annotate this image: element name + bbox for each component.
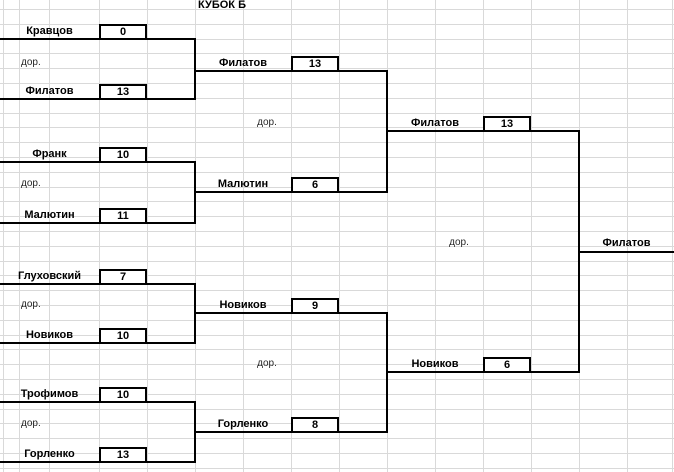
gridline-h xyxy=(0,24,674,25)
bracket-line-h xyxy=(0,342,196,344)
lane-label-m2[interactable]: дор. xyxy=(21,178,41,189)
round2-e3-score[interactable]: 9 xyxy=(291,298,339,314)
gridline-v xyxy=(339,0,340,472)
gridline-h xyxy=(0,290,674,291)
gridline-h xyxy=(0,335,674,336)
round1-m2-p1-name[interactable]: Франк xyxy=(32,148,67,160)
gridline-v xyxy=(49,0,50,472)
gridline-h xyxy=(0,231,674,232)
gridline-h xyxy=(0,453,674,454)
round3-e2-score[interactable]: 6 xyxy=(483,357,531,373)
gridline-v xyxy=(147,0,148,472)
gridline-h xyxy=(0,246,674,247)
lane-label-m1[interactable]: дор. xyxy=(21,57,41,68)
bracket-line-h xyxy=(0,401,196,403)
round2-e1-score[interactable]: 13 xyxy=(291,56,339,72)
gridline-h xyxy=(0,127,674,128)
round2-e2-name[interactable]: Малютин xyxy=(217,178,269,190)
round1-m2-p2-name[interactable]: Малютин xyxy=(24,209,75,221)
round1-m3-p2-score[interactable]: 10 xyxy=(99,328,147,344)
round2-e3-name[interactable]: Новиков xyxy=(219,299,267,311)
gridline-h xyxy=(0,216,674,217)
lane-label-sf2[interactable]: дор. xyxy=(257,358,277,369)
gridline-h xyxy=(0,142,674,143)
gridline-v xyxy=(195,0,196,472)
gridline-v xyxy=(3,0,4,472)
round1-m1-p1-name[interactable]: Кравцов xyxy=(26,25,73,37)
gridline-h xyxy=(0,468,674,469)
gridline-v xyxy=(483,0,484,472)
bracket-line-h xyxy=(0,161,196,163)
round1-m4-p2-score[interactable]: 13 xyxy=(99,447,147,463)
lane-label-final[interactable]: дор. xyxy=(449,237,469,248)
gridline-h xyxy=(0,9,674,10)
lane-label-sf1[interactable]: дор. xyxy=(257,117,277,128)
gridline-v xyxy=(627,0,628,472)
round3-e1-name[interactable]: Филатов xyxy=(411,117,459,129)
gridline-h xyxy=(0,364,674,365)
gridline-v xyxy=(291,0,292,472)
gridline-v xyxy=(531,0,532,472)
gridline-v xyxy=(243,0,244,472)
gridline-h xyxy=(0,275,674,276)
round1-m3-p1-name[interactable]: Глуховский xyxy=(18,270,81,282)
gridline-h xyxy=(0,113,674,114)
bracket-line-h xyxy=(0,98,196,100)
bracket-line-h xyxy=(0,222,196,224)
round3-e1-score[interactable]: 13 xyxy=(483,116,531,132)
gridline-h xyxy=(0,349,674,350)
gridline-h xyxy=(0,320,674,321)
gridline-h xyxy=(0,53,674,54)
tournament-title-cell[interactable]: КУБОК Б xyxy=(198,0,246,11)
round1-m2-p1-score[interactable]: 10 xyxy=(99,147,147,163)
bracket-line-v xyxy=(194,38,196,100)
gridline-h xyxy=(0,172,674,173)
round1-m4-p2-name[interactable]: Горленко xyxy=(24,448,75,460)
gridline-v xyxy=(99,0,100,472)
round1-m3-p1-score[interactable]: 7 xyxy=(99,269,147,285)
gridline-v xyxy=(19,0,20,472)
lane-label-m4[interactable]: дор. xyxy=(21,418,41,429)
bracket-line-h xyxy=(578,251,674,253)
gridline-v xyxy=(387,0,388,472)
bracket-line-h xyxy=(0,461,196,463)
gridline-h xyxy=(0,201,674,202)
round1-m2-p2-score[interactable]: 11 xyxy=(99,208,147,224)
gridline-h xyxy=(0,409,674,410)
gridline-h xyxy=(0,98,674,99)
round2-e2-score[interactable]: 6 xyxy=(291,177,339,193)
gridline-h xyxy=(0,83,674,84)
round1-m4-p1-score[interactable]: 10 xyxy=(99,387,147,403)
round2-e4-name[interactable]: Горленко xyxy=(217,418,269,430)
gridline-v xyxy=(672,0,673,472)
gridline-v xyxy=(435,0,436,472)
round1-m1-p2-score[interactable]: 13 xyxy=(99,84,147,100)
round1-m1-p1-score[interactable]: 0 xyxy=(99,24,147,40)
round2-e4-score[interactable]: 8 xyxy=(291,417,339,433)
round3-e2-name[interactable]: Новиков xyxy=(411,358,459,370)
gridline-h xyxy=(0,379,674,380)
gridline-h xyxy=(0,438,674,439)
gridline-h xyxy=(0,39,674,40)
bracket-line-h xyxy=(0,38,196,40)
bracket-line-h xyxy=(0,283,196,285)
round2-e1-name[interactable]: Филатов xyxy=(219,57,267,69)
lane-label-m3[interactable]: дор. xyxy=(21,299,41,310)
round1-m4-p1-name[interactable]: Трофимов xyxy=(20,388,79,400)
gridline-h xyxy=(0,394,674,395)
round1-m3-p2-name[interactable]: Новиков xyxy=(25,329,74,341)
round1-m1-p2-name[interactable]: Филатов xyxy=(25,85,74,97)
gridline-h xyxy=(0,261,674,262)
gridline-h xyxy=(0,157,674,158)
champion-name[interactable]: Филатов xyxy=(602,237,651,249)
